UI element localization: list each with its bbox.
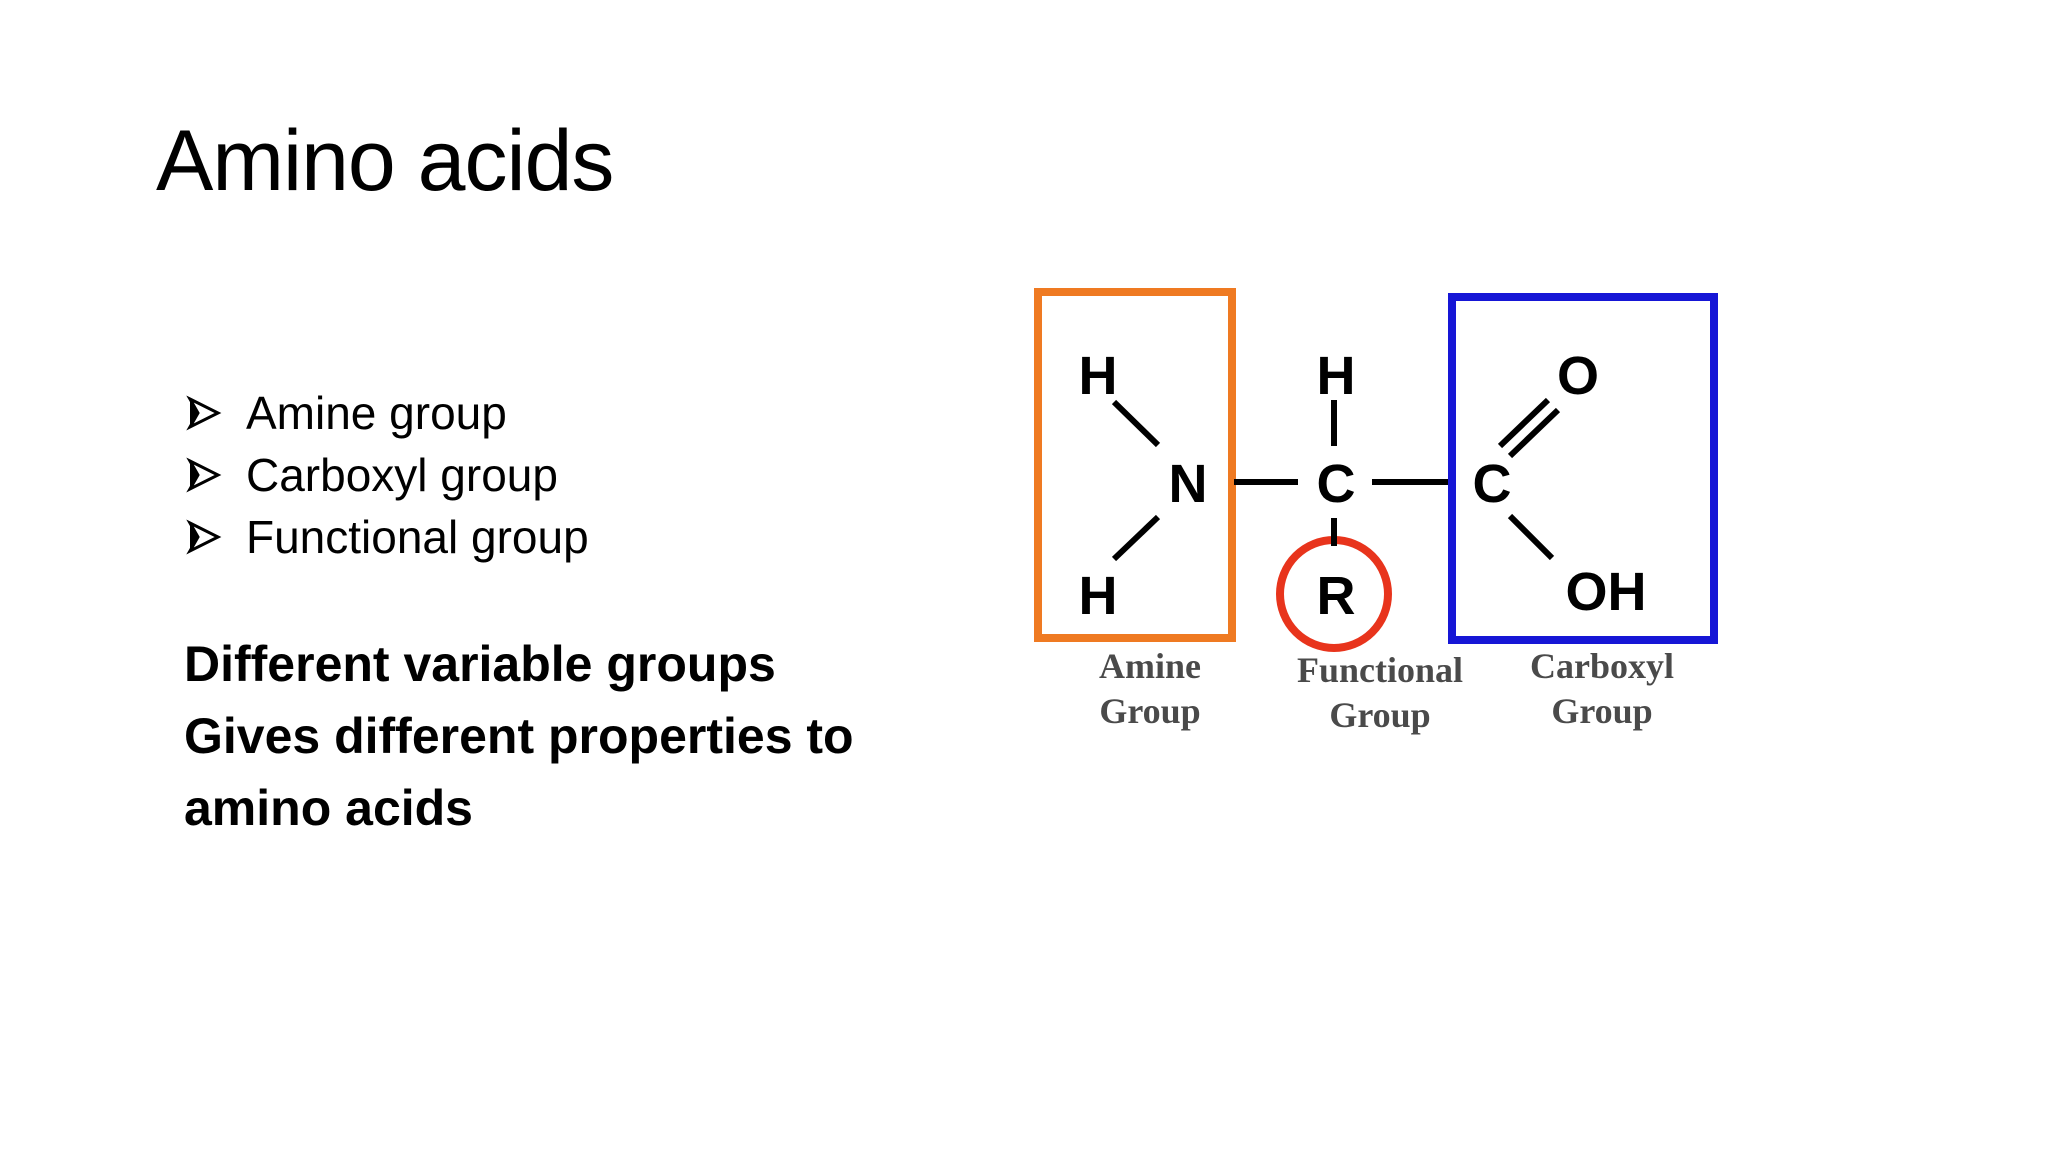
atom-o: O xyxy=(1557,346,1599,406)
carboxyl-group-box xyxy=(1448,293,1718,644)
bond-c-o-double-1 xyxy=(1497,397,1551,449)
caption-amine-line2: Group xyxy=(1099,691,1200,731)
atom-oh: OH xyxy=(1566,562,1647,622)
bond-c-oh xyxy=(1507,513,1555,561)
bullet-list: Amine group Carboxyl group Functional gr… xyxy=(186,382,589,568)
bond-h-n-bottom xyxy=(1111,514,1161,562)
arrow-bullet-icon xyxy=(186,395,222,431)
atom-c-carboxyl: C xyxy=(1473,454,1512,514)
bond-c-o-double-2 xyxy=(1507,407,1561,459)
caption-amine-line1: Amine xyxy=(1099,646,1201,686)
bullet-item-carboxyl-group: Carboxyl group xyxy=(186,444,589,506)
bullet-item-functional-group: Functional group xyxy=(186,506,589,568)
bullet-item-amine-group: Amine group xyxy=(186,382,589,444)
atom-h-top-center: H xyxy=(1317,346,1356,406)
atom-n: N xyxy=(1169,454,1208,514)
emphasis-text: Different variable groups Gives differen… xyxy=(184,628,854,844)
emphasis-line-2: Gives different properties to xyxy=(184,708,854,764)
arrow-bullet-icon xyxy=(186,519,222,555)
atom-h-bottom-left: H xyxy=(1079,566,1118,626)
bond-h-n-top xyxy=(1111,399,1161,448)
caption-functional-line2: Group xyxy=(1329,695,1430,735)
caption-functional-line1: Functional xyxy=(1297,650,1463,690)
emphasis-line-1: Different variable groups xyxy=(184,636,776,692)
bullet-label: Amine group xyxy=(246,387,507,439)
emphasis-line-3: amino acids xyxy=(184,780,473,836)
atom-c-alpha: C xyxy=(1317,454,1356,514)
slide-title: Amino acids xyxy=(156,113,614,209)
atom-r: R xyxy=(1317,566,1356,626)
bullet-label: Functional group xyxy=(246,511,589,563)
caption-carboxyl-line1: Carboxyl xyxy=(1530,646,1674,686)
amino-acid-structure-diagram: H H N H C R C O OH Amine Group Functiona… xyxy=(1034,288,1718,735)
atom-h-top-left: H xyxy=(1079,346,1118,406)
arrow-bullet-icon xyxy=(186,457,222,493)
bullet-label: Carboxyl group xyxy=(246,449,558,501)
amine-group-box xyxy=(1034,288,1236,642)
caption-carboxyl-line2: Group xyxy=(1551,691,1652,731)
